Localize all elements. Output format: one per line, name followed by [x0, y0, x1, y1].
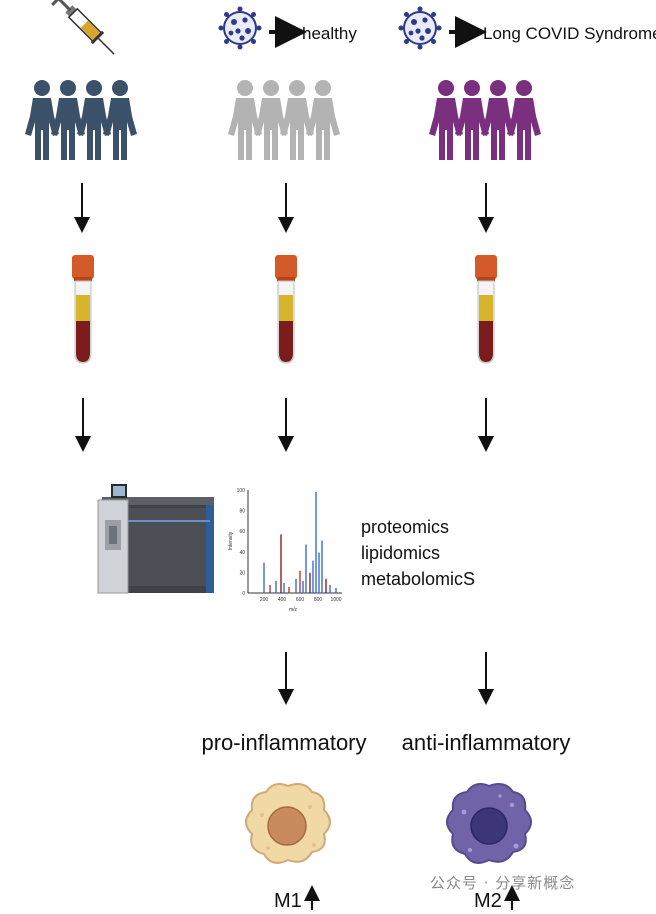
blood-tube-icon	[71, 254, 95, 364]
spectrum-y-tick: 80	[239, 509, 245, 515]
pro-inflammatory-label: pro-inflammatory	[201, 730, 366, 755]
healthy-label: healthy	[302, 24, 357, 43]
virus-icon	[397, 5, 443, 51]
spectrum-y-tick: 60	[239, 529, 245, 535]
omics-proteomics: proteomics	[361, 517, 449, 537]
spectrum-x-tick: 600	[296, 597, 305, 603]
blood-tube-icon	[474, 254, 498, 364]
flow-arrows-row1	[74, 183, 494, 233]
spectrum-y-tick: 0	[242, 591, 245, 597]
mass-spectrometer-icon	[97, 484, 214, 594]
spectrum-y-label: Intensity	[228, 531, 234, 550]
long-covid-label: Long COVID Syndrome	[483, 24, 656, 43]
spectrum-x-tick: 200	[260, 597, 269, 603]
flow-arrows-row2	[75, 398, 494, 452]
m2-label: M2	[474, 890, 502, 912]
macrophage-icon	[446, 783, 532, 864]
macrophage-icon	[245, 783, 331, 864]
virus-icon	[217, 5, 263, 51]
spectrum-x-tick: 1000	[330, 597, 341, 603]
people-group-icon	[429, 80, 541, 160]
spectrum-y-tick: 100	[237, 488, 246, 494]
blood-tube-icon	[274, 254, 298, 364]
spectrum-x-label: m/z	[289, 607, 298, 613]
watermark: 公众号 · 分享新概念	[430, 874, 576, 892]
m1-label: M1	[274, 890, 302, 912]
omics-metabolomics: metabolomicS	[361, 569, 475, 589]
syringe-icon	[51, 0, 115, 55]
spectrum-x-tick: 400	[278, 597, 287, 603]
spectrum-x-tick: 800	[314, 597, 323, 603]
anti-inflammatory-label: anti-inflammatory	[402, 730, 571, 755]
omics-lipidomics: lipidomics	[361, 543, 440, 563]
spectrum-y-tick: 20	[239, 570, 245, 576]
people-group-icon	[25, 80, 137, 160]
people-group-icon	[228, 80, 340, 160]
mass-spectrum-plot: 0 20 40 60 80 100 200 400 600 800 1000 m/z Intens…	[228, 488, 342, 613]
spectrum-y-tick: 40	[239, 550, 245, 556]
flow-arrows-row3	[278, 652, 494, 705]
